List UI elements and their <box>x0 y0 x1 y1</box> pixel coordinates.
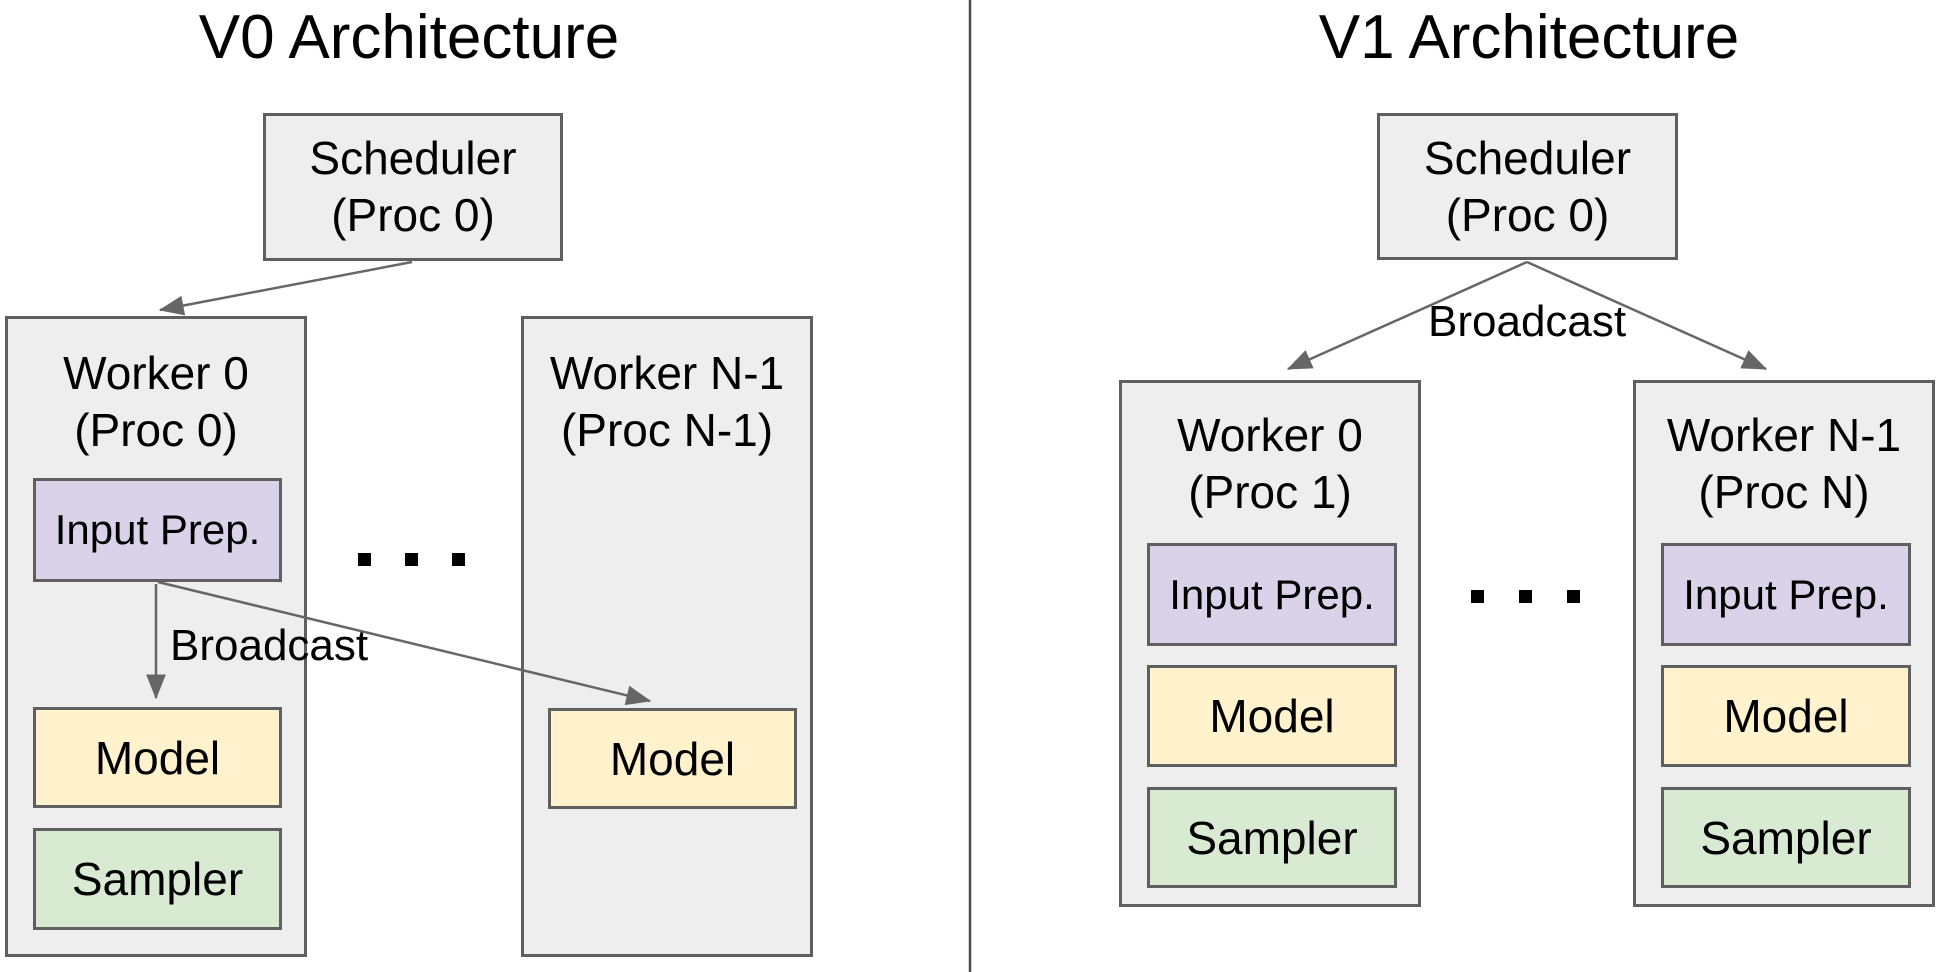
v0-title: V0 Architecture <box>198 3 620 72</box>
dot <box>452 553 465 566</box>
v1-worker0-input-prep-box: Input Prep. <box>1147 543 1397 646</box>
v1-worker0-line1: Worker 0 <box>1177 409 1363 461</box>
v1-worker0-label: Worker 0 (Proc 1) <box>1122 383 1418 521</box>
v1-worker0-model-label: Model <box>1209 690 1335 742</box>
v1-worker0-sampler-label: Sampler <box>1186 811 1358 864</box>
v0-scheduler-label: Scheduler (Proc 0) <box>266 116 560 244</box>
v0-worker0-input-prep-label: Input Prep. <box>54 506 261 553</box>
v1-scheduler-line2: (Proc 0) <box>1445 189 1610 241</box>
v1-workerN-box: Worker N-1 (Proc N) Input Prep. Model Sa… <box>1633 380 1935 907</box>
v1-title: V1 Architecture <box>1318 3 1740 72</box>
v1-worker0-model-box: Model <box>1147 665 1397 767</box>
v0-worker0-input-prep-box: Input Prep. <box>33 478 282 582</box>
v0-worker0-sampler-box: Sampler <box>33 828 282 930</box>
dot <box>1471 590 1484 603</box>
dot <box>1519 590 1532 603</box>
v0-worker0-model-label: Model <box>94 731 221 784</box>
v1-broadcast-label: Broadcast <box>1428 297 1627 346</box>
v0-worker0-model-box: Model <box>33 707 282 808</box>
v1-scheduler-label: Scheduler (Proc 0) <box>1380 116 1675 244</box>
v0-ellipsis-dots <box>358 553 465 566</box>
v1-workerN-line2: (Proc N) <box>1698 466 1870 518</box>
v0-broadcast-label: Broadcast <box>170 621 369 670</box>
dot <box>405 553 418 566</box>
v1-ellipsis-dots <box>1471 590 1580 603</box>
v0-scheduler-line1: Scheduler <box>309 132 517 184</box>
v1-worker0-input-prep-label: Input Prep. <box>1169 570 1375 618</box>
v1-workerN-line1: Worker N-1 <box>1666 409 1902 461</box>
v0-workerN-line2: (Proc N-1) <box>560 404 774 456</box>
v1-worker0-box: Worker 0 (Proc 1) Input Prep. Model Samp… <box>1119 380 1421 907</box>
v0-workerN-model-label: Model <box>609 732 736 785</box>
dot <box>358 553 371 566</box>
v1-workerN-label: Worker N-1 (Proc N) <box>1636 383 1932 521</box>
v1-worker0-line2: (Proc 1) <box>1188 466 1352 518</box>
v0-workerN-label: Worker N-1 (Proc N-1) <box>524 319 810 459</box>
v1-worker0-sampler-box: Sampler <box>1147 787 1397 888</box>
v0-worker0-sampler-label: Sampler <box>71 853 244 905</box>
v0-scheduler-line2: (Proc 0) <box>331 189 495 241</box>
v1-workerN-model-box: Model <box>1661 665 1911 767</box>
v1-workerN-sampler-label: Sampler <box>1700 811 1872 864</box>
v0-worker0-label: Worker 0 (Proc 0) <box>8 319 304 459</box>
v1-workerN-sampler-box: Sampler <box>1661 787 1911 888</box>
v1-workerN-input-prep-box: Input Prep. <box>1661 543 1911 646</box>
dot <box>1567 590 1580 603</box>
v0-worker0-line2: (Proc 0) <box>74 404 238 456</box>
v0-worker0-line1: Worker 0 <box>63 347 249 399</box>
v0-workerN-line1: Worker N-1 <box>549 347 785 399</box>
v0-workerN-model-box: Model <box>548 708 797 809</box>
v1-scheduler-box: Scheduler (Proc 0) <box>1377 113 1678 260</box>
v0-workerN-box: Worker N-1 (Proc N-1) Model <box>521 316 813 957</box>
v1-workerN-model-label: Model <box>1723 690 1849 742</box>
v1-scheduler-line1: Scheduler <box>1423 132 1632 184</box>
v1-workerN-input-prep-label: Input Prep. <box>1683 570 1889 618</box>
v0-arrow-scheduler-to-worker0 <box>158 260 413 316</box>
v0-scheduler-box: Scheduler (Proc 0) <box>263 113 563 261</box>
